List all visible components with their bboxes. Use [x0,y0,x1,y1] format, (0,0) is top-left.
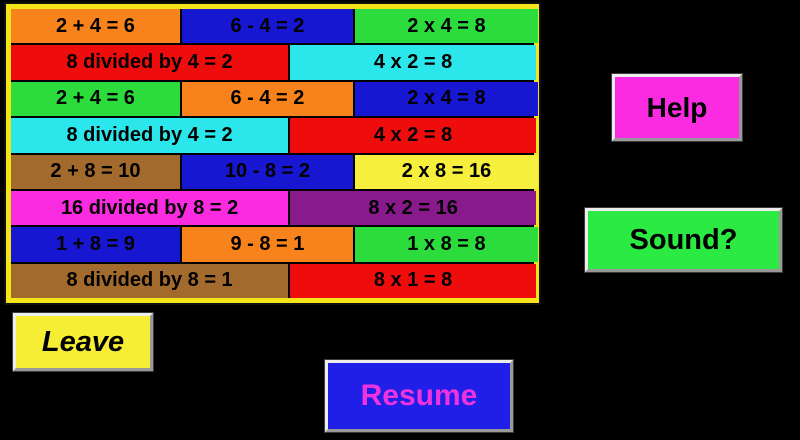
equation-cell[interactable]: 2 x 4 = 8 [354,81,538,117]
equation-cell[interactable]: 6 - 4 = 2 [181,9,353,44]
equation-cell[interactable]: 16 divided by 8 = 2 [11,190,289,226]
leave-button[interactable]: Leave [13,313,153,371]
equation-cell[interactable]: 2 + 4 = 6 [11,81,180,117]
equation-cell[interactable]: 6 - 4 = 2 [181,81,353,117]
equation-cell[interactable]: 8 x 2 = 16 [290,190,536,226]
equation-cell[interactable]: 2 x 8 = 16 [354,154,538,189]
equation-cell[interactable]: 8 divided by 4 = 2 [11,45,289,80]
equation-cell[interactable]: 4 x 2 = 8 [290,118,536,153]
equation-cell[interactable]: 8 x 1 = 8 [290,263,536,298]
equation-cell[interactable]: 2 + 4 = 6 [11,9,180,44]
sound-toggle-button[interactable]: Sound? [585,208,782,272]
equation-cell[interactable]: 2 + 8 = 10 [11,154,180,189]
equation-cell[interactable]: 8 divided by 8 = 1 [11,263,289,298]
equation-cell[interactable]: 9 - 8 = 1 [181,227,353,262]
equation-cell[interactable]: 8 divided by 4 = 2 [11,118,289,153]
resume-button[interactable]: Resume [325,360,513,432]
equation-cell[interactable]: 4 x 2 = 8 [290,45,536,80]
equation-cell[interactable]: 1 x 8 = 8 [354,227,538,262]
equation-cell[interactable]: 2 x 4 = 8 [354,9,538,44]
equation-cell[interactable]: 1 + 8 = 9 [11,227,180,262]
help-button[interactable]: Help [612,74,742,141]
equation-cell[interactable]: 10 - 8 = 2 [181,154,353,189]
